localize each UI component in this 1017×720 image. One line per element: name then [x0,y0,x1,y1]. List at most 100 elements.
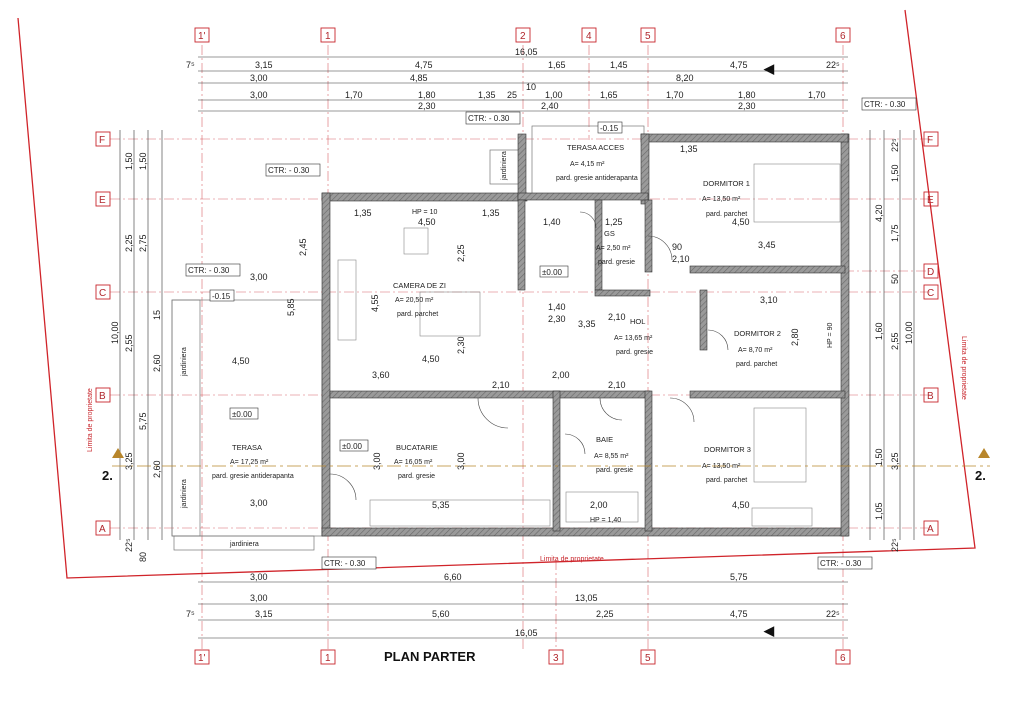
dim-bottom-total: 16,05 [515,628,538,638]
dim-top-r4-4: 25 [507,90,517,100]
door-swings [329,211,729,501]
room-dormitor1-area: A= 13,50 m² [702,196,741,203]
plan-title: PLAN PARTER [384,649,476,664]
dim-left-4: 2,55 [124,334,134,352]
limita-label-right: Limita de proprietate [960,336,967,400]
inner-dim-16: 2,10 [608,312,626,322]
room-dormitor2-name: DORMITOR 2 [734,329,781,338]
dim-top-r4-6: 1,00 [545,90,563,100]
room-terasa-acces-area: A= 4,15 m² [570,161,605,168]
axis-label-F-left: F [99,135,105,146]
limita-label-bottom: Limita de proprietate [540,556,604,563]
arrow-top-icon: ◀ [763,61,775,76]
inner-dim-23: 2,10 [608,380,626,390]
dim-top-r2-3: 1,65 [548,60,566,70]
inner-dim-12: 2,30 [456,336,466,354]
dim-right-9: 1,50 [874,448,884,466]
axis-label-6-bottom: 6 [840,653,846,664]
inner-dim-11: 2,25 [456,244,466,262]
axis-label-1-bottom: 1 [325,653,331,664]
axis-label-A-right: A [927,524,934,535]
dims-right: 22⁵ 1,50 4,20 1,75 50 10,00 2,55 1,60 3,… [874,138,914,552]
dim-top-r3-0: 3,00 [250,73,268,83]
dim-left-0: 1,50 [124,152,134,170]
section-marker-right: 2. [975,468,986,483]
inner-dim-31: 3,00 [250,272,268,282]
inner-dim-13: 1,40 [548,302,566,312]
inner-dim-1: 4,50 [418,217,436,227]
inner-dim-34: HP = 10 [412,209,437,216]
axis-bubbles-bottom [194,649,851,665]
dim-right-11: 22⁵ [890,538,900,552]
inner-dim-8: 2,45 [298,238,308,256]
dim-top-total: 16,05 [515,47,538,57]
dim-top-r5-1: 2,40 [541,101,559,111]
dim-left-9: 10,00 [110,321,120,344]
dim-top-r4-10: 1,70 [808,90,826,100]
axis-label-1-top: 1 [325,31,331,42]
level-marker-1: CTR: - 0.30 [468,114,510,123]
room-dormitor1-name: DORMITOR 1 [703,179,750,188]
dim-top-r2-1: 3,15 [255,60,273,70]
dim-bottom-r1-1: 6,60 [444,572,462,582]
axis-label-6-top: 6 [840,31,846,42]
inner-dim-0: 1,35 [354,208,372,218]
dim-top-r4-0: 3,00 [250,90,268,100]
dim-right-0: 22⁵ [890,138,900,152]
dim-right-5: 10,00 [904,321,914,344]
inner-dim-22: 2,10 [492,380,510,390]
dim-top-r2-2: 4,75 [415,60,433,70]
inner-dim-14: 2,30 [548,314,566,324]
axis-label-1prime-bottom: 1' [198,653,206,664]
dim-top-r4-7: 1,65 [600,90,618,100]
dim-top-r2-4: 1,45 [610,60,628,70]
inner-dims: 1,35 4,50 1,35 1,40 1,25 1,35 4,50 3,45 … [232,144,834,524]
dim-left-12: 80 [138,552,148,562]
level-zero-terrace: ±0.00 [232,410,253,419]
dim-top-r5-0: 2,30 [418,101,436,111]
dim-bottom-r1-0: 3,00 [250,572,268,582]
dim-top-r2-6: 22⁵ [826,60,840,70]
level-marker-6: CTR: - 0.30 [820,559,862,568]
inner-dim-36: HP = 90 [827,323,834,348]
level-minus015-terrace: -0.15 [212,292,231,301]
dims-left: 1,50 2,25 1,50 2,75 2,55 2,60 3,25 5,75 … [110,152,162,562]
level-zero-kitchen: ±0.00 [342,442,363,451]
axis-label-E-left: E [99,195,106,206]
room-terasa-area: A= 17,25 m² [230,459,269,466]
room-dormitor3-floor: pard. parchet [706,477,747,484]
dim-top-r4-3: 1,35 [478,90,496,100]
dim-bottom-r2-0: 3,00 [250,593,268,603]
dim-bottom-r1-2: 5,75 [730,572,748,582]
room-baie-area: A= 8,55 m² [594,453,629,460]
jardiniera-label-left-1: jardiniera [181,347,188,377]
inner-dim-9: 4,55 [370,294,380,312]
room-baie-floor: pard. gresie [596,467,633,474]
room-hol-area: A= 13,65 m² [614,335,653,342]
inner-dim-3: 1,40 [543,217,561,227]
property-boundary-line [17,9,976,579]
inner-dim-15: 3,35 [578,319,596,329]
room-camera-de-zi-floor: pard. parchet [397,311,438,318]
axis-label-C-right: C [927,288,934,299]
dim-bottom-r3-3: 2,25 [596,609,614,619]
inner-dim-26: 3,00 [456,452,466,470]
axis-label-B-right: B [927,391,934,402]
room-dormitor2-area: A= 8,70 m² [738,347,773,354]
inner-dim-4: 1,25 [605,217,623,227]
axis-bubbles-top [194,27,851,43]
dim-left-2: 1,50 [138,152,148,170]
level-markers: CTR: - 0.30 CTR: - 0.30 CTR: - 0.30 CTR:… [185,97,917,570]
room-gs-name: GS [604,229,615,238]
axis-label-D-right: D [927,267,934,278]
dim-bottom-r2-1: 13,05 [575,593,598,603]
jardiniera-label-left-2: jardiniera [181,479,188,509]
room-terasa-name: TERASA [232,443,262,452]
room-bucatarie-floor: pard. gresie [398,473,435,480]
terrace-outlines [171,125,645,551]
level-zero-hol: ±0.00 [542,268,563,277]
section-marker-left: 2. [102,468,113,483]
dim-left-5: 2,60 [152,354,162,372]
dim-right-3: 1,75 [890,224,900,242]
